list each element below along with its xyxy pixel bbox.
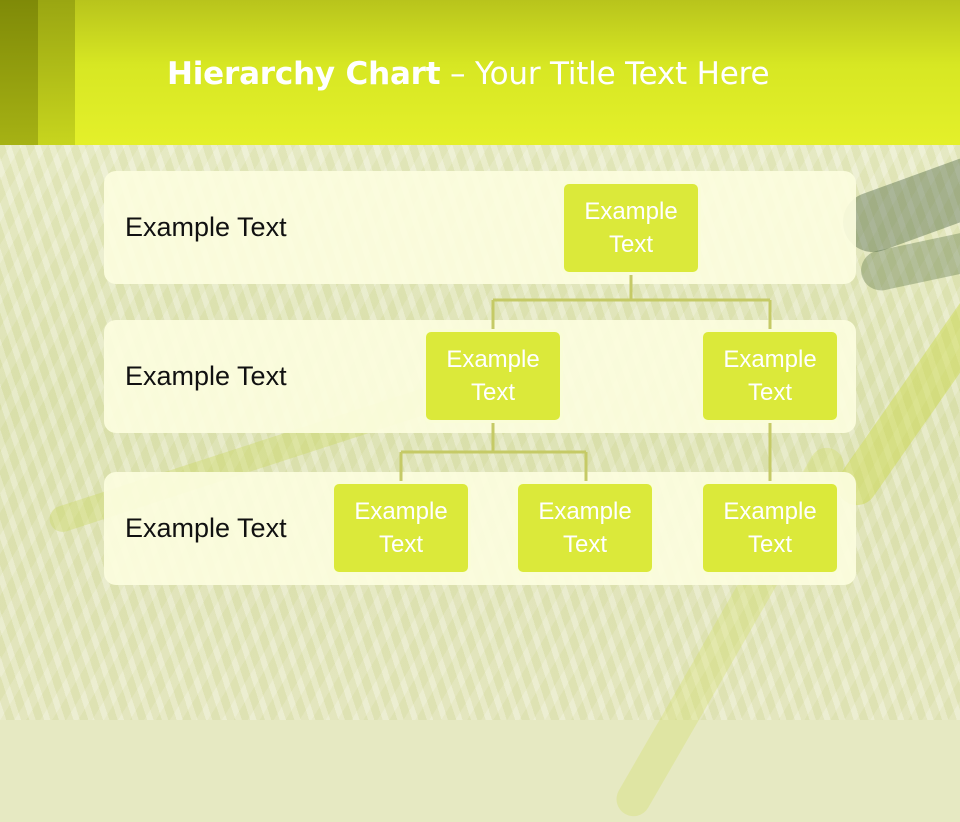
node-label: Example Text [723, 346, 817, 406]
node-label: Example Text [723, 498, 817, 558]
org-node-level2-right[interactable]: Example Text [700, 329, 840, 423]
org-node-level3-c[interactable]: Example Text [700, 481, 840, 575]
header-accent-bar [0, 0, 38, 145]
title-rest-part: – Your Title Text Here [440, 56, 770, 92]
row-label: Example Text [125, 513, 287, 543]
node-label: Example Text [354, 498, 448, 558]
row-label: Example Text [125, 361, 287, 391]
title-bold-part: Hierarchy Chart [167, 56, 441, 92]
org-node-root[interactable]: Example Text [561, 181, 701, 275]
hierarchy-row-1: Example Text [104, 171, 856, 284]
node-label: Example Text [446, 346, 540, 406]
row-label: Example Text [125, 212, 287, 242]
header-band: Hierarchy Chart – Your Title Text Here [0, 0, 960, 145]
org-node-level2-left[interactable]: Example Text [423, 329, 563, 423]
node-label: Example Text [538, 498, 632, 558]
node-label: Example Text [584, 198, 678, 258]
slide-title: Hierarchy Chart – Your Title Text Here [167, 56, 770, 92]
header-accent-bar [38, 0, 75, 145]
org-node-level3-b[interactable]: Example Text [515, 481, 655, 575]
org-node-level3-a[interactable]: Example Text [331, 481, 471, 575]
